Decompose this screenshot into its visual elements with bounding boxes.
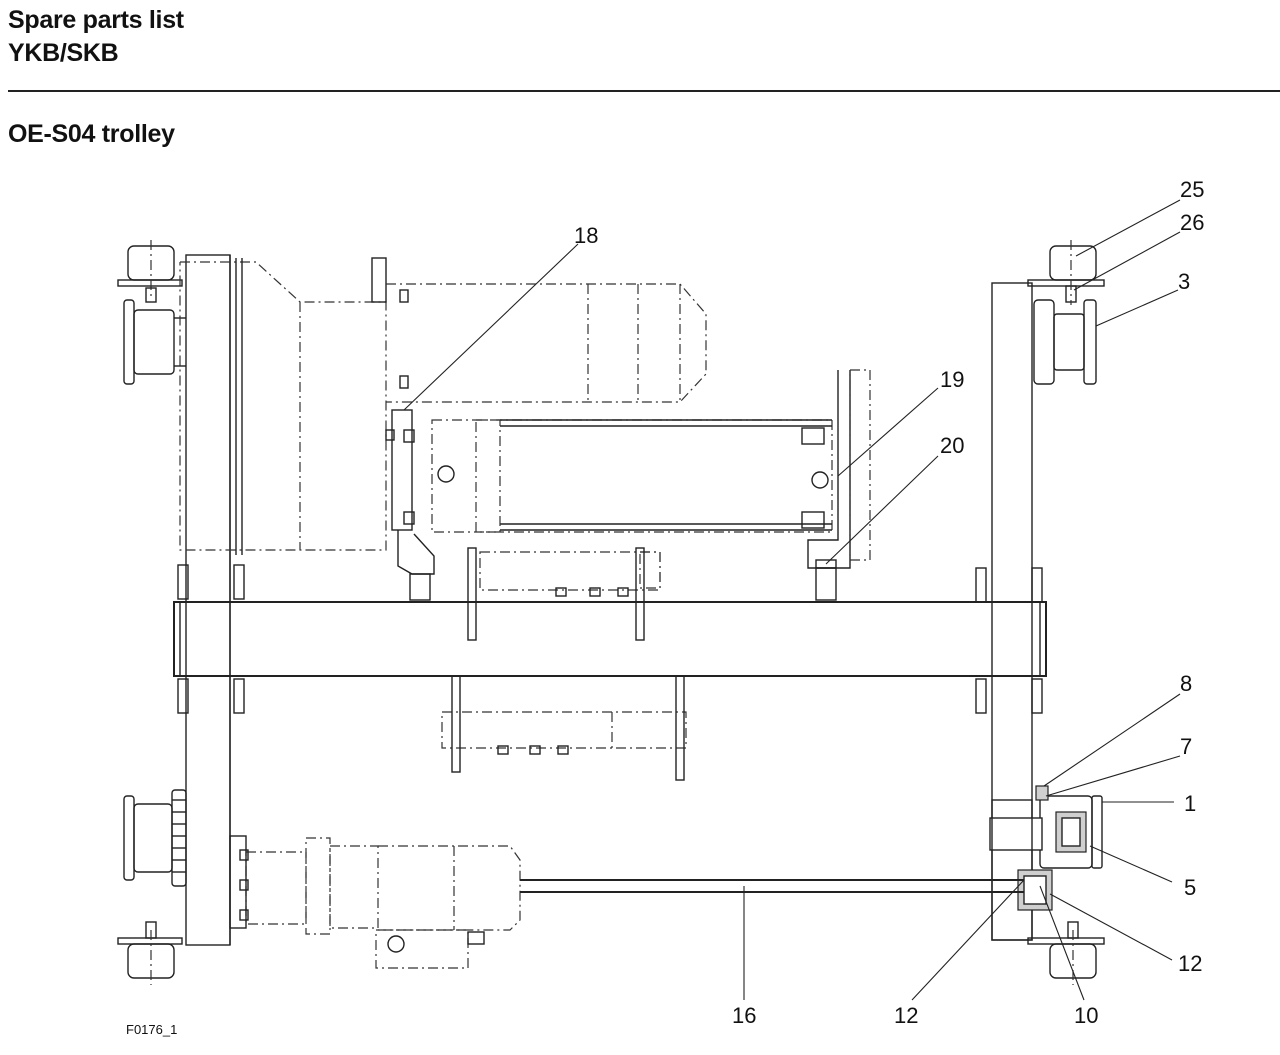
callout-19: 19: [940, 367, 964, 392]
callout-12-right: 12: [1178, 951, 1202, 976]
callout-12-bottom: 12: [894, 1003, 918, 1028]
hoist-motor: [386, 283, 707, 403]
callout-5: 5: [1184, 875, 1196, 900]
drum-end-bracket: [801, 369, 871, 601]
callout-16: 16: [732, 1003, 756, 1028]
rope-guide: [467, 547, 661, 641]
callout-20: 20: [940, 433, 964, 458]
bottom-left-buffer: [117, 921, 183, 985]
leader-lines: [403, 199, 1181, 1001]
callout-1: 1: [1184, 791, 1196, 816]
travel-motor: [229, 835, 521, 969]
top-right-buffer: [1027, 240, 1105, 305]
callout-7: 7: [1180, 734, 1192, 759]
bottom-right-housing: [991, 799, 1053, 941]
top-right-wheel: [1033, 299, 1097, 385]
document-header: Spare parts list YKB/SKB: [8, 4, 184, 70]
hoist-gearbox: [179, 257, 387, 555]
lower-guide: [441, 675, 687, 781]
cross-beam: [173, 564, 1047, 714]
callout-18: 18: [574, 223, 598, 248]
section-title: OE-S04 trolley: [8, 120, 175, 148]
callout-8: 8: [1180, 671, 1192, 696]
left-side-plate: [185, 254, 231, 946]
drive-shaft: [520, 879, 1024, 893]
callout-10: 10: [1074, 1003, 1098, 1028]
bottom-left-wheel: [123, 789, 187, 887]
callout-3: 3: [1178, 269, 1190, 294]
callout-26: 26: [1180, 210, 1204, 235]
header-title: Spare parts list: [8, 6, 184, 34]
callout-labels: 25 26 3 18 19 20 8 7 1 5 12 16 12 10: [574, 177, 1204, 1028]
bottom-right-wheel: [989, 785, 1103, 869]
hoist-drum: [385, 409, 833, 601]
header-model: YKB/SKB: [8, 39, 119, 67]
bottom-right-buffer: [1027, 921, 1105, 985]
top-left-buffer: [117, 240, 183, 303]
top-left-wheel: [123, 299, 186, 385]
figure-code: F0176_1: [126, 1022, 177, 1037]
header-divider: [8, 90, 1280, 92]
callout-25: 25: [1180, 177, 1204, 202]
